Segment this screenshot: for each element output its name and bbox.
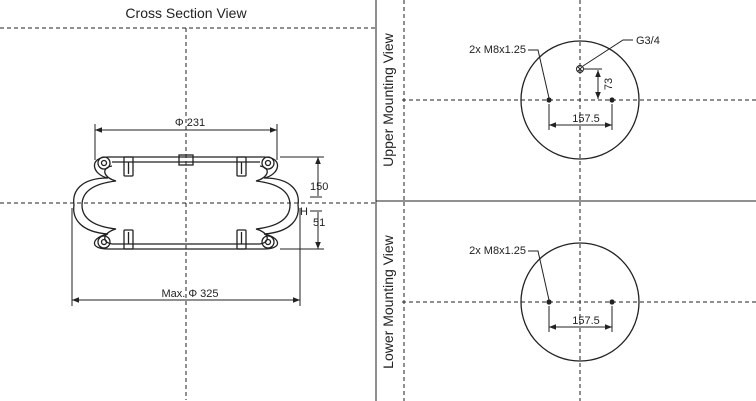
lower-mounting-view: Lower Mounting View 2x M8x1.25 157.5: [380, 202, 756, 401]
height-symbol: H: [300, 206, 308, 218]
lower-bolt-leader: [528, 250, 550, 301]
height-dimensions: 150 51 H: [280, 156, 328, 250]
top-diameter-dimension: Φ 231: [94, 117, 278, 160]
height-min-label: 51: [313, 217, 325, 229]
upper-port-label: G3/4: [636, 35, 660, 47]
upper-port-symbol: [576, 65, 584, 73]
max-diameter-dimension: Max. Φ 325: [71, 208, 301, 306]
upper-bolt-hole-left: [546, 97, 552, 103]
upper-port-offset-dimension: 73: [584, 68, 615, 99]
upper-bolt-label: 2x M8x1.25: [469, 44, 526, 56]
lower-mounting-title: Lower Mounting View: [380, 234, 396, 368]
upper-bolt-spacing-dimension: 157.5: [548, 104, 613, 130]
height-max-label: 150: [310, 181, 328, 193]
panel-frame: [375, 0, 756, 401]
lower-bolt-hole-right: [609, 299, 615, 305]
top-diameter-label: Φ 231: [175, 117, 205, 129]
lower-bolt-hole-left: [546, 299, 552, 305]
upper-port-offset-label: 73: [603, 78, 615, 90]
upper-mounting-view: Upper Mounting View 2x M8x1.25 G3/4 73: [380, 0, 756, 200]
lower-bolt-spacing-label: 157.5: [572, 315, 600, 327]
cross-section-title: Cross Section View: [125, 5, 247, 21]
upper-mounting-title: Upper Mounting View: [380, 32, 396, 166]
upper-plate-outline: [520, 40, 640, 160]
upper-bolt-spacing-label: 157.5: [572, 113, 600, 125]
air-spring-body: [73, 154, 299, 250]
cross-section-view: Cross Section View Φ 231: [0, 5, 375, 400]
lower-plate-outline: [520, 242, 640, 362]
upper-port-leader: [582, 39, 633, 67]
upper-bolt-leader: [528, 49, 550, 99]
lower-bolt-spacing-dimension: 157.5: [548, 306, 613, 332]
lower-bolt-label: 2x M8x1.25: [469, 245, 526, 257]
max-diameter-label: Max. Φ 325: [161, 288, 218, 300]
upper-bolt-hole-right: [609, 97, 615, 103]
